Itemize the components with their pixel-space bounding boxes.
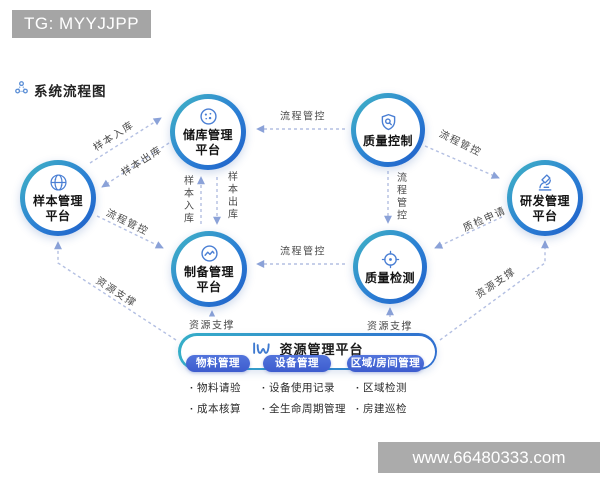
wire-sample-to-prep <box>96 215 164 249</box>
resource-platform-title: 资源管理平台 <box>279 342 364 357</box>
wire-resource-to-sample <box>54 241 177 341</box>
pulse-chart-icon <box>199 243 220 264</box>
node-quality-test-label: 质量检测 <box>364 270 415 285</box>
edge-label-resource-support-qtest: 资源支撑 <box>365 317 415 333</box>
edge-label-process-control-vertical: 流程管控 <box>394 172 406 222</box>
equipment-management-list: 设备使用记录 全生命周期管理 <box>262 380 346 416</box>
node-sample: 样本管理平台 <box>20 160 96 236</box>
wire-sample-to-storage <box>89 117 162 164</box>
site-watermark: www.66480333.com <box>378 442 600 473</box>
material-management-list: 物料请验 成本核算 <box>190 380 241 416</box>
edge-label-sample-out-vertical: 样本出库 <box>225 171 237 221</box>
edge-label-resource-support-prep: 资源支撑 <box>187 316 237 332</box>
wave-logo-icon <box>251 341 273 357</box>
node-rd-label: 研发管理平台 <box>519 194 570 223</box>
node-quality-control-label: 质量控制 <box>362 133 413 148</box>
globe-icon <box>48 172 69 193</box>
node-storage: 储库管理平台 <box>170 94 246 170</box>
diagram-title: 系统流程图 <box>13 79 107 101</box>
diagram-title-text: 系统流程图 <box>34 84 107 99</box>
area-room-management-list: 区域检测 房建巡检 <box>356 380 407 416</box>
pill-area-room-management: 区域/房间管理 <box>347 355 424 372</box>
wire-rd-to-qualitytest <box>434 216 503 249</box>
node-prep-label: 制备管理平台 <box>183 265 234 294</box>
node-quality-control: 质量控制 <box>351 93 425 167</box>
node-sample-label: 样本管理平台 <box>32 194 83 223</box>
list-item: 物料请验 <box>190 380 241 395</box>
node-prep: 制备管理平台 <box>171 231 247 307</box>
wire-storage-to-sample <box>101 142 170 188</box>
list-item: 房建巡检 <box>356 401 407 416</box>
tg-badge: TG: MYYJJPP <box>12 10 152 38</box>
microscope-icon <box>535 172 556 193</box>
list-item: 设备使用记录 <box>262 380 346 395</box>
pill-equipment-management: 设备管理 <box>263 355 331 372</box>
edge-label-process-control-mid: 流程管控 <box>280 246 326 258</box>
cluster-icon <box>13 79 30 101</box>
wire-qualitycontrol-to-rd <box>424 145 500 179</box>
edge-label-process-control-top: 流程管控 <box>280 111 326 123</box>
node-quality-test: 质量检测 <box>353 230 427 304</box>
list-item: 成本核算 <box>190 401 241 416</box>
list-item: 全生命周期管理 <box>262 401 346 416</box>
pill-material-management: 物料管理 <box>186 355 250 372</box>
list-item: 区域检测 <box>356 380 407 395</box>
edge-label-sample-in-vertical: 样本入库 <box>181 175 193 225</box>
node-storage-label: 储库管理平台 <box>182 128 233 157</box>
shield-magnifier-icon <box>378 112 399 133</box>
petri-dish-icon <box>198 106 219 127</box>
wire-resource-to-rd <box>439 240 549 341</box>
crosshair-icon <box>380 249 401 270</box>
node-rd: 研发管理平台 <box>507 160 583 236</box>
